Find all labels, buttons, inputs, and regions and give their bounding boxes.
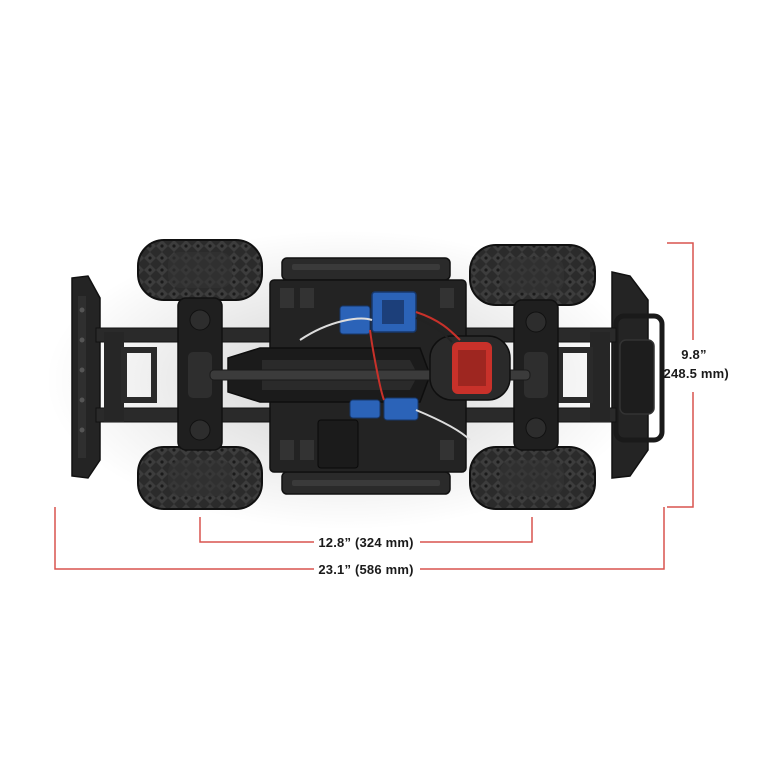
width-dimension-line: [667, 242, 694, 508]
esc-unit: [339, 291, 417, 335]
width-inches-label: 9.8”: [681, 347, 707, 362]
chassis-frame: [95, 327, 617, 423]
receiver: [349, 397, 419, 421]
overall-length-label: 23.1” (586 mm): [314, 562, 418, 577]
overall-length-dimension-line: [54, 507, 665, 570]
rear-axle: [513, 299, 559, 451]
rear-left-tire: [137, 446, 263, 510]
rear-right-tire: [469, 446, 596, 510]
front-left-tire: [137, 239, 263, 301]
wheelbase-dimension-line: [199, 517, 533, 543]
wheelbase-label: 12.8” (324 mm): [314, 535, 418, 550]
right-bumper: [611, 271, 665, 479]
motor: [429, 335, 511, 401]
width-mm-label: (248.5 mm): [659, 366, 729, 381]
left-bumper: [71, 275, 101, 479]
upper-rock-slider: [281, 257, 451, 281]
width-label: 9.8” (248.5 mm): [655, 345, 733, 383]
front-axle: [177, 297, 223, 451]
servo: [317, 419, 359, 469]
lower-rock-slider: [281, 471, 451, 495]
front-right-tire: [469, 244, 596, 306]
wiring: [299, 311, 471, 441]
